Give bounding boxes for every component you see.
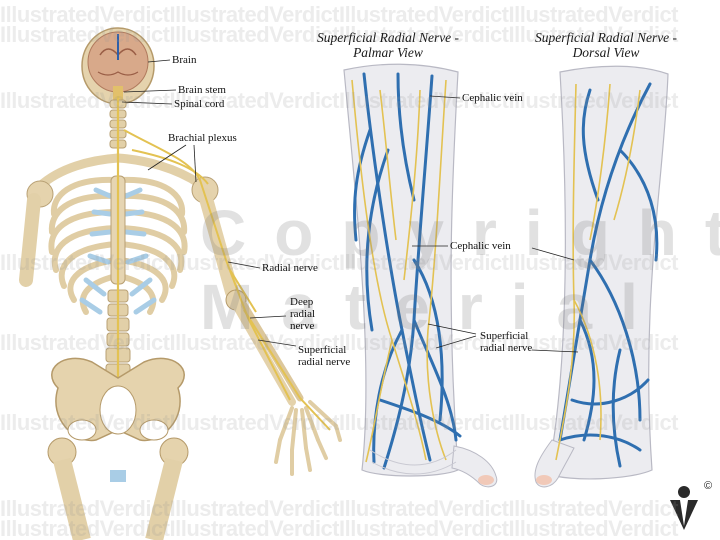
- watermark-row: IllustratedVerdictIllustratedVerdictIllu…: [0, 250, 679, 275]
- brachial-nerves: [123, 129, 331, 431]
- dorsal-title-line2: Dorsal View: [572, 45, 640, 60]
- watermark-copyrighted: Copyrighted: [200, 197, 720, 269]
- deep-radial-line3: nerve: [290, 320, 315, 332]
- deep-radial-line2: radial: [290, 308, 316, 320]
- watermark-row: IllustratedVerdictIllustratedVerdictIllu…: [0, 410, 679, 435]
- watermark-material: Material: [200, 271, 666, 343]
- palmar-view-title: Superficial Radial Nerve - Palmar View: [300, 30, 476, 60]
- watermark-row: IllustratedVerdictIllustratedVerdictIllu…: [0, 516, 679, 540]
- watermark-row: IllustratedVerdictIllustratedVerdictIllu…: [0, 2, 679, 27]
- deep-radial-line1: Deep: [290, 296, 314, 308]
- label-cephalic-vein-mid: Cephalic vein: [450, 240, 511, 252]
- dorsal-nerves: [555, 83, 641, 461]
- dorsal-title-line1: Superficial Radial Nerve -: [534, 30, 678, 45]
- palmar-leader-lines: [412, 95, 477, 349]
- skeleton-figure: [19, 27, 219, 540]
- brand-logo: [670, 486, 698, 530]
- label-brachial-plexus: Brachial plexus: [168, 132, 237, 144]
- label-spinal-cord: Spinal cord: [174, 98, 225, 110]
- palmar-forearm: [343, 63, 498, 488]
- palmar-nerves: [351, 79, 447, 463]
- label-superficial-radial-nerve-mid: Superficial radial nerve: [480, 330, 532, 354]
- label-brain: Brain: [172, 54, 197, 66]
- watermark-row: IllustratedVerdictIllustratedVerdictIllu…: [0, 22, 679, 47]
- watermark-row: IllustratedVerdictIllustratedVerdictIllu…: [0, 330, 679, 355]
- watermark-row: IllustratedVerdictIllustratedVerdictIllu…: [0, 88, 679, 113]
- label-superficial-radial-nerve-left: Superficial radial nerve: [298, 344, 350, 368]
- palmar-title-line2: Palmar View: [353, 45, 423, 60]
- dorsal-view-title: Superficial Radial Nerve - Dorsal View: [516, 30, 696, 60]
- label-radial-nerve: Radial nerve: [262, 262, 318, 274]
- dorsal-forearm: [534, 65, 669, 488]
- label-deep-radial-nerve: Deep radial nerve: [290, 296, 315, 332]
- superficial-radial-left-line1: Superficial: [298, 344, 347, 356]
- costal-cartilage: [79, 187, 157, 315]
- brain-stem: [113, 86, 123, 100]
- label-brain-stem: Brain stem: [178, 84, 226, 96]
- watermark-row: IllustratedVerdictIllustratedVerdictIllu…: [0, 496, 679, 521]
- superficial-radial-left-line2: radial nerve: [298, 356, 351, 368]
- label-cephalic-vein-top: Cephalic vein: [462, 92, 523, 104]
- left-leader-lines: [121, 59, 297, 347]
- palmar-title-line1: Superficial Radial Nerve -: [316, 30, 460, 45]
- palmar-veins: [353, 72, 462, 470]
- superficial-radial-mid-line2: radial nerve: [480, 342, 533, 354]
- copyright-symbol: ©: [704, 480, 713, 492]
- superficial-radial-mid-line1: Superficial: [480, 330, 529, 342]
- dorsal-leader-lines: [531, 247, 579, 353]
- hand-bones: [274, 400, 342, 476]
